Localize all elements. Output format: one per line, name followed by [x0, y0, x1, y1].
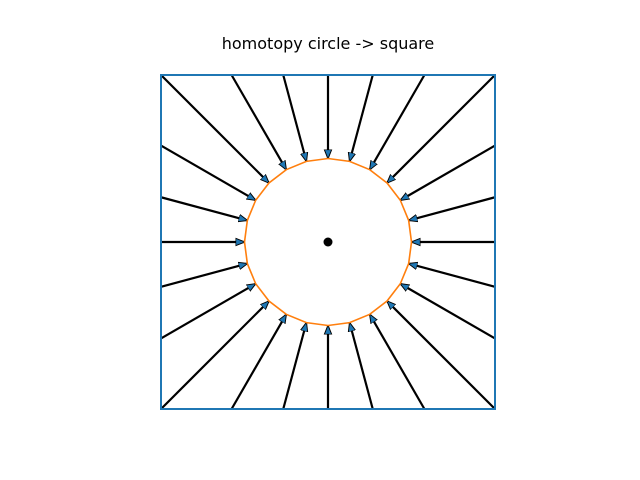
homotopy-arrow — [350, 74, 374, 161]
homotopy-arrow — [282, 323, 306, 410]
homotopy-arrow — [282, 74, 306, 161]
homotopy-arrow — [160, 74, 269, 183]
homotopy-arrow — [160, 264, 247, 288]
homotopy-arrow — [230, 74, 288, 170]
homotopy-arrow — [160, 144, 256, 202]
center-dot — [323, 237, 333, 247]
homotopy-arrow — [400, 144, 496, 202]
homotopy-arrow — [368, 74, 426, 170]
homotopy-arrow — [387, 301, 496, 410]
homotopy-arrow — [409, 264, 496, 288]
arrows-group — [160, 74, 496, 410]
homotopy-arrow — [387, 74, 496, 183]
homotopy-arrow — [160, 301, 269, 410]
homotopy-arrow — [400, 282, 496, 340]
plot-title: homotopy circle -> square — [222, 34, 435, 53]
homotopy-arrow — [409, 196, 496, 220]
homotopy-arrow — [160, 282, 256, 340]
circle-polygon — [243, 157, 413, 327]
homotopy-arrow — [160, 196, 247, 220]
homotopy-arrow — [230, 314, 288, 410]
square-outline — [160, 74, 496, 410]
homotopy-arrow — [368, 314, 426, 410]
homotopy-arrow — [350, 323, 374, 410]
